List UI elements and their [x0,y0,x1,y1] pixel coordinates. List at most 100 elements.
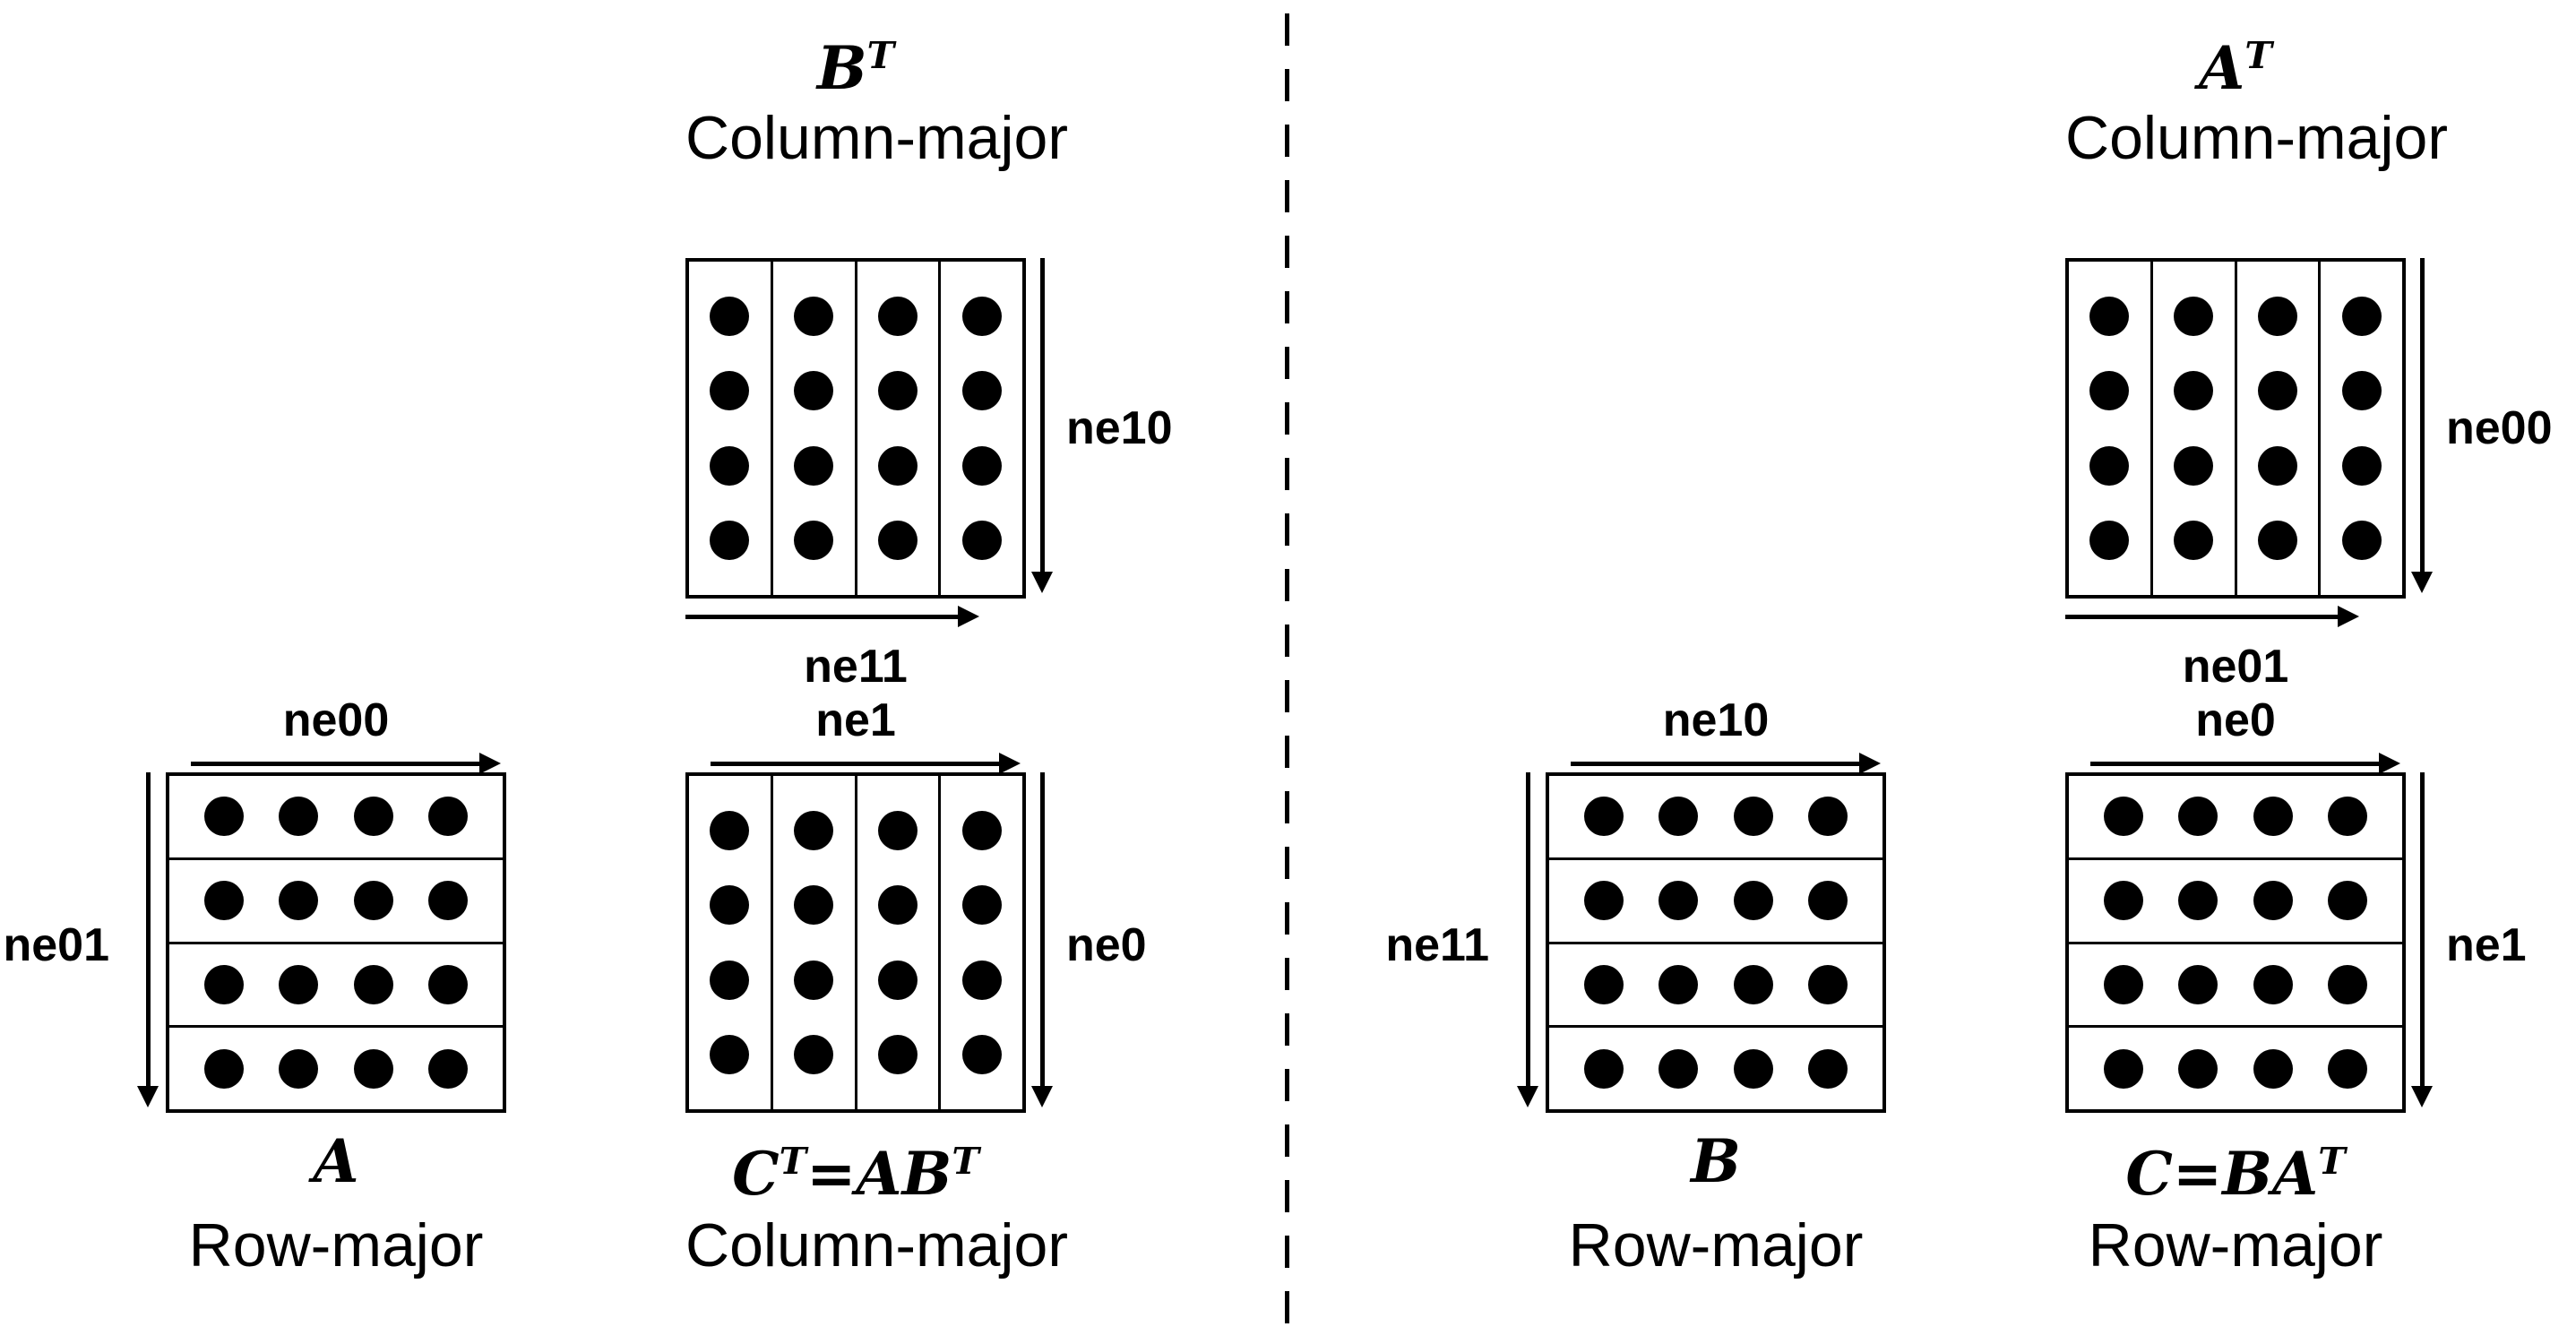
element-dot-icon [1807,881,1848,921]
matrix-a-transpose-major-label: Column-major [2065,104,2448,172]
dim-label-ne10: ne10 [1662,694,1770,746]
matrix-c-transpose-title: CT=ABT [732,1139,979,1209]
arrow-right-icon [191,753,501,774]
element-dot-icon [2104,881,2144,921]
element-dot-icon [204,881,245,921]
element-dot-icon [961,445,1002,486]
matrix-cell [854,776,939,1109]
arrow-right-icon [2090,753,2400,774]
dim-label-ne11: ne11 [1385,919,1489,971]
element-dot-icon [877,371,918,411]
matrix-a-transpose-title: AT [2199,33,2272,103]
element-dot-icon [877,445,918,486]
element-dot-icon [794,297,834,337]
dim-label-ne01: ne01 [2182,641,2289,693]
element-dot-icon [877,520,918,560]
element-dot-icon [710,297,750,337]
element-dot-icon [794,520,834,560]
element-dot-icon [961,811,1002,851]
element-dot-icon [2327,1048,2367,1089]
matrix-cell [1549,1025,1882,1109]
element-dot-icon [2257,520,2297,560]
element-dot-icon [2341,445,2382,486]
matrix-cell [2069,941,2402,1026]
arrow-right-icon [685,606,979,627]
dim-label-ne0: ne0 [1066,919,1147,971]
element-dot-icon [877,811,918,851]
element-dot-icon [1733,797,1773,837]
element-dot-icon [2178,964,2218,1004]
element-dot-icon [961,960,1002,1000]
element-dot-icon [2089,445,2130,486]
element-dot-icon [710,811,750,851]
element-dot-icon [1584,1048,1624,1089]
element-dot-icon [961,1034,1002,1074]
element-dot-icon [1658,797,1699,837]
matrix-cell [1549,857,1882,942]
element-dot-icon [794,885,834,926]
element-dot-icon [1658,964,1699,1004]
divider-dashed-line [1285,13,1289,1331]
element-dot-icon [1584,797,1624,837]
arrow-down-icon [1517,772,1538,1107]
element-dot-icon [2253,797,2293,837]
dim-label-ne10: ne10 [1066,402,1173,454]
matrix-cell [854,262,939,595]
arrow-right-icon [2065,606,2359,627]
element-dot-icon [279,881,319,921]
matrix-cell [169,776,503,857]
element-dot-icon [710,885,750,926]
matrix-b-transpose-title: BT [816,33,895,103]
element-dot-icon [2174,520,2214,560]
element-dot-icon [877,885,918,926]
element-dot-icon [2089,520,2130,560]
element-dot-icon [710,960,750,1000]
matrix-c-transpose-major-label: Column-major [685,1211,1068,1279]
dim-label-ne1: ne1 [815,694,896,746]
element-dot-icon [1807,964,1848,1004]
matrix-b-transpose-grid [685,258,1026,599]
element-dot-icon [1584,964,1624,1004]
element-dot-icon [877,297,918,337]
dim-label-ne0: ne0 [2195,694,2276,746]
arrow-down-icon [2411,772,2433,1107]
element-dot-icon [2341,297,2382,337]
element-dot-icon [204,797,245,837]
element-dot-icon [1733,1048,1773,1089]
element-dot-icon [2104,797,2144,837]
element-dot-icon [710,445,750,486]
element-dot-icon [1733,964,1773,1004]
element-dot-icon [794,445,834,486]
matrix-c-transpose-grid [685,772,1026,1113]
element-dot-icon [353,797,393,837]
matrix-cell [689,776,771,1109]
element-dot-icon [427,881,468,921]
figure-c: ne0 ne1 C=BAT Row-major [2065,690,2527,1308]
matrix-a-transpose-grid [2065,258,2406,599]
dim-label-ne00: ne00 [2446,402,2553,454]
matrix-cell [938,262,1022,595]
element-dot-icon [204,1048,245,1089]
matrix-a-major-label: Row-major [188,1211,484,1279]
element-dot-icon [2341,520,2382,560]
element-dot-icon [710,1034,750,1074]
element-dot-icon [2104,964,2144,1004]
element-dot-icon [961,297,1002,337]
matrix-b-grid [1546,772,1886,1113]
figure-b-transpose: BT Column-major ne10 ne11 [685,18,1173,726]
element-dot-icon [427,964,468,1004]
matrix-cell [2318,262,2402,595]
element-dot-icon [427,797,468,837]
element-dot-icon [1807,1048,1848,1089]
matrix-cell [938,776,1022,1109]
element-dot-icon [279,1048,319,1089]
element-dot-icon [2104,1048,2144,1089]
matrix-c-grid [2065,772,2406,1113]
dim-label-ne00: ne00 [282,694,390,746]
element-dot-icon [710,371,750,411]
matrix-cell [689,262,771,595]
element-dot-icon [1807,797,1848,837]
element-dot-icon [353,964,393,1004]
matrix-cell [169,857,503,942]
figure-a-transpose: AT Column-major ne00 ne01 [2065,18,2553,726]
